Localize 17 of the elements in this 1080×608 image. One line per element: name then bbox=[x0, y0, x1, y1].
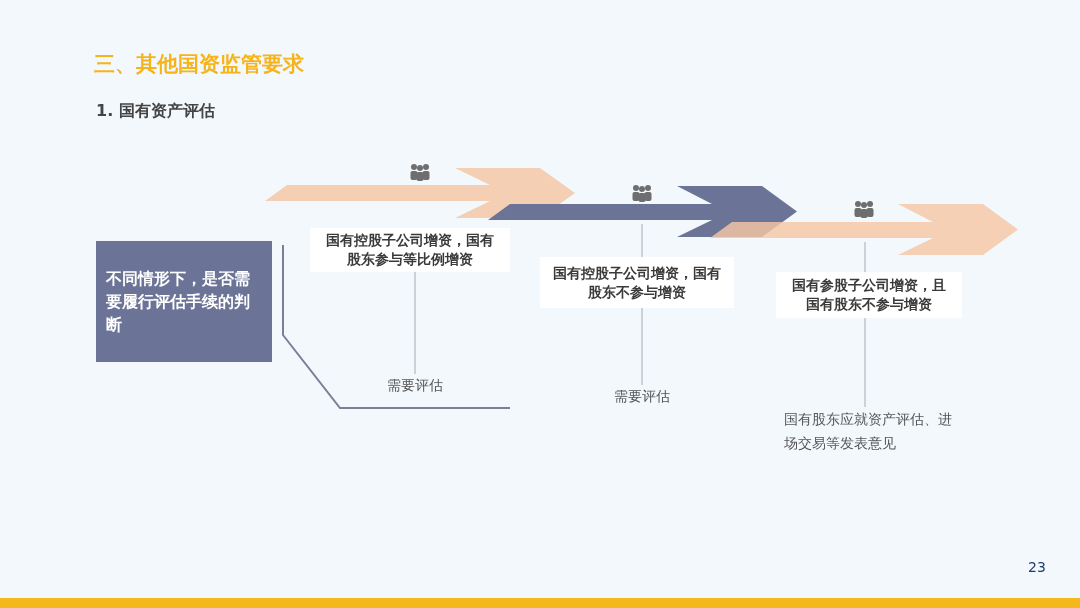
result-text: 国有股东应就资产评估、进场交易等发表意见 bbox=[784, 410, 953, 453]
page-number: 23 bbox=[1028, 559, 1046, 575]
case-box: 国有控股子公司增资，国有股东参与等比例增资 bbox=[310, 228, 510, 272]
case-box: 国有控股子公司增资，国有股东不参与增资 bbox=[540, 257, 734, 308]
result-text: 需要评估 bbox=[614, 387, 670, 406]
subtitle: 1. 国有资产评估 bbox=[96, 101, 215, 122]
title: 三、其他国资监管要求 bbox=[94, 51, 304, 78]
arrow-band bbox=[265, 168, 575, 218]
connector-line bbox=[641, 223, 643, 258]
result-text: 需要评估 bbox=[387, 376, 443, 395]
decision-box: 不同情形下，是否需要履行评估手续的判断 bbox=[96, 241, 272, 362]
connector-line bbox=[641, 307, 643, 386]
connector-line bbox=[864, 241, 866, 273]
connector-line bbox=[414, 271, 416, 375]
arrow-band bbox=[710, 204, 1018, 255]
connector-line bbox=[864, 317, 866, 408]
case-box: 国有参股子公司增资，且国有股东不参与增资 bbox=[776, 272, 962, 318]
